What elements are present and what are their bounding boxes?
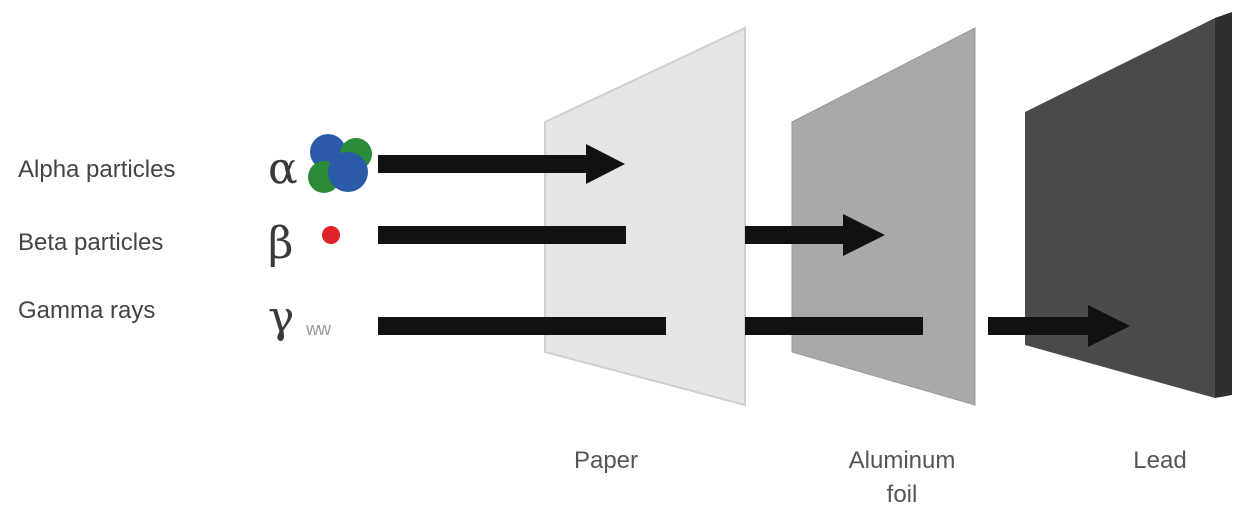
beta-label: Beta particles <box>18 229 163 256</box>
lead-front-face <box>1025 18 1215 398</box>
gamma-arrow-shaft-1 <box>378 317 666 335</box>
gamma-arrow-shaft-2 <box>745 317 923 335</box>
beta-particle-icon <box>322 226 340 244</box>
alpha-arrow-shaft <box>378 155 588 173</box>
lead-side-face <box>1215 12 1232 398</box>
aluminum-sheet <box>791 27 976 406</box>
gamma-wave-icon: ww <box>305 319 332 339</box>
beta-arrow <box>378 214 885 256</box>
aluminum-label-line1: Aluminum <box>849 447 956 474</box>
beta-arrow-shaft-2 <box>745 226 845 244</box>
aluminum-label-line2: foil <box>887 481 918 508</box>
lead-label: Lead <box>1133 447 1186 474</box>
lead-shield <box>1025 12 1232 398</box>
gamma-label: Gamma rays <box>18 297 155 324</box>
beta-arrow-shaft-1 <box>378 226 626 244</box>
paper-sheet <box>544 26 746 407</box>
alpha-arrow <box>378 144 625 184</box>
beta-symbol: β <box>268 218 293 269</box>
gamma-symbol: γ <box>268 292 294 343</box>
paper-shield <box>544 26 746 407</box>
alpha-symbol: α <box>268 143 298 194</box>
beta-arrowhead <box>843 214 885 256</box>
aluminum-shield <box>791 27 976 406</box>
alpha-nucleon <box>328 152 368 192</box>
alpha-particle-icon <box>308 134 372 193</box>
gamma-arrow <box>378 305 1130 347</box>
gamma-arrow-shaft-3 <box>988 317 1090 335</box>
alpha-label: Alpha particles <box>18 156 175 183</box>
alpha-arrowhead <box>586 144 625 184</box>
paper-label: Paper <box>574 447 638 474</box>
gamma-arrowhead <box>1088 305 1130 347</box>
